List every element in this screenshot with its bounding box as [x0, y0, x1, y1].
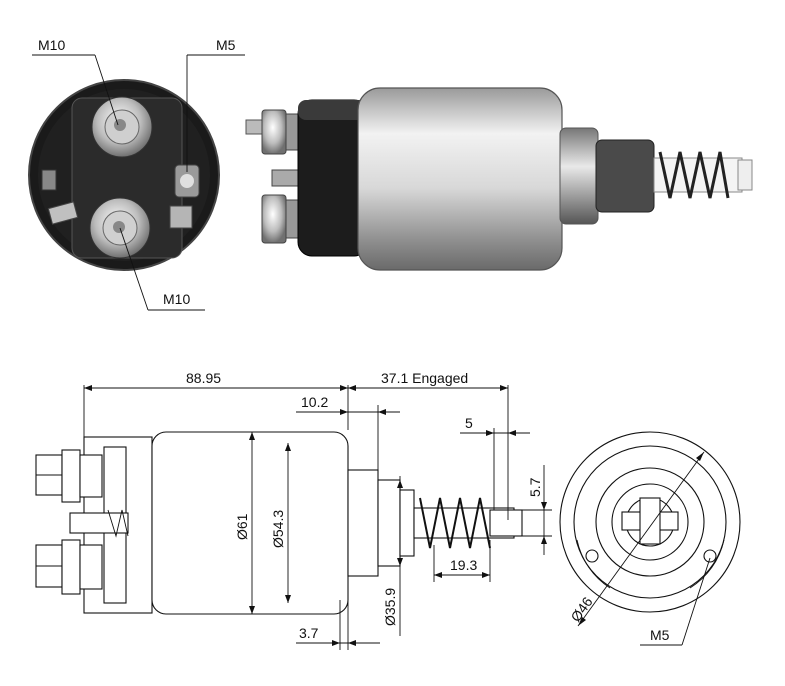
- dim-spring-length: 19.3: [433, 540, 491, 582]
- callout-m5-top-label: M5: [216, 37, 236, 53]
- front-view-drawing: [559, 431, 741, 613]
- callout-m10-top-label: M10: [38, 37, 65, 53]
- dim-body-diameter: Ø61: [234, 432, 255, 614]
- dim-engaged-travel: 37.1 Engaged: [348, 370, 509, 520]
- dim-nose-diameter: Ø35.9: [382, 476, 403, 636]
- dim-plunger-height-label: 5.7: [527, 477, 543, 497]
- dim-inner-diameter: Ø54.3: [270, 443, 291, 603]
- callout-m5-front-label: M5: [650, 627, 670, 643]
- dim-engaged-travel-label: 37.1 Engaged: [381, 370, 468, 386]
- dim-overall-length-label: 88.95: [186, 370, 221, 386]
- dim-bolt-circle-label: Ø46: [567, 594, 595, 625]
- dim-plunger-tip: 5: [460, 415, 530, 510]
- side-photo: [245, 87, 753, 271]
- dim-inner-diameter-label: Ø54.3: [270, 510, 286, 548]
- dim-body-diameter-label: Ø61: [234, 513, 250, 540]
- endcap-photo: [28, 79, 220, 271]
- dim-flange-width: 10.2: [296, 394, 400, 470]
- callout-m10-bottom-label: M10: [163, 291, 190, 307]
- dim-overall-length: 88.95: [83, 370, 349, 450]
- dim-plunger-tip-label: 5: [465, 415, 473, 431]
- dim-flange-offset-label: 3.7: [299, 625, 319, 641]
- dim-flange-offset: 3.7: [296, 600, 380, 650]
- callout-m5-front: M5: [640, 557, 711, 646]
- dim-nose-diameter-label: Ø35.9: [382, 588, 398, 626]
- callout-m10-bottom: M10: [119, 227, 205, 311]
- side-view-drawing: [35, 431, 523, 615]
- callout-m5-top: M5: [186, 37, 245, 172]
- dim-plunger-height: 5.7: [522, 465, 552, 555]
- dim-flange-width-label: 10.2: [301, 394, 328, 410]
- callout-m10-top: M10: [32, 37, 119, 126]
- dim-spring-length-label: 19.3: [450, 557, 477, 573]
